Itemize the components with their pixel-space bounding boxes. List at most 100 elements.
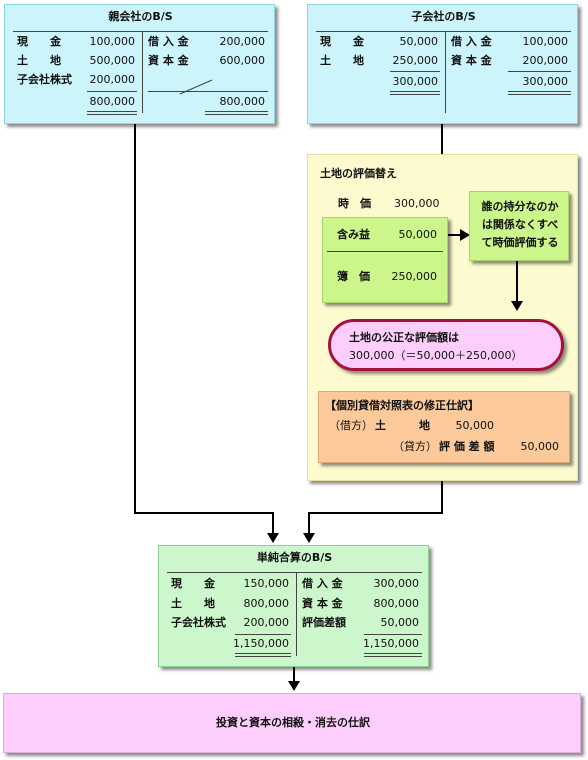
- parent-bs-left-sum-rule: [87, 91, 137, 92]
- sub-bs-top-rule: [316, 31, 571, 32]
- connector-sub-to-panel: [441, 124, 443, 154]
- gain-book-divider: [327, 251, 443, 252]
- combined-bs-left-total: 1,150,000: [233, 637, 289, 650]
- parent-bs-right-name-0: 借 入 金: [148, 35, 189, 48]
- sub-bs-right-double-rule: [508, 91, 571, 95]
- parent-bs-left-name-1: 土 地: [17, 54, 61, 67]
- fair-value-pill: 土地の公正な評価額は 300,000（＝50,000＋250,000）: [328, 319, 564, 371]
- parent-bs-left-value-2: 200,000: [89, 73, 136, 86]
- sub-bs-right-sum-rule: [508, 71, 571, 72]
- parent-bs-right-double-rule: [205, 111, 268, 115]
- sub-bs-left-name-1: 土 地: [320, 54, 364, 67]
- market-price-label: 時 価: [338, 197, 371, 210]
- combined-bs-top-rule: [167, 572, 422, 573]
- elimination-entry-bar: 投資と資本の相殺・消去の仕訳: [3, 693, 581, 753]
- sub-bs-right-name-0: 借 入 金: [451, 35, 492, 48]
- combined-bs-left-name-1: 土 地: [171, 597, 215, 610]
- subsidiary-balance-sheet: 子会社のB/S 現 金 50,000 土 地 250,000 借 入 金 100…: [307, 4, 578, 124]
- note-to-pill-arrow-shaft: [516, 261, 518, 303]
- parent-bs-top-rule: [13, 31, 268, 32]
- sub-bs-right-value-1: 200,000: [522, 54, 569, 67]
- sub-bs-right-value-0: 100,000: [522, 35, 569, 48]
- sub-bs-title: 子会社のB/S: [411, 10, 476, 23]
- combined-bs-right-name-1: 資 本 金: [302, 597, 343, 610]
- fair-value-line2: 300,000（＝50,000＋250,000）: [349, 349, 523, 362]
- credit-amount: 50,000: [520, 440, 560, 453]
- connector-panel-down: [441, 481, 443, 514]
- debit-amount: 50,000: [455, 419, 495, 432]
- gain-to-note-arrow-head: [460, 229, 470, 241]
- sub-bs-left-sum-rule: [390, 71, 440, 72]
- sub-bs-left-name-0: 現 金: [320, 35, 364, 48]
- parent-bs-right-value-0: 200,000: [219, 35, 266, 48]
- debit-side-label: （借方）: [329, 419, 373, 432]
- connector-panel-arrow-shaft: [308, 512, 310, 536]
- note-line-1: は関係なくすべ: [481, 218, 559, 231]
- combined-bs-right-name-0: 借 入 金: [302, 577, 343, 590]
- sub-bs-left-value-0: 50,000: [399, 35, 439, 48]
- arrow-head-sub: [303, 533, 315, 543]
- parent-bs-blank-slash: [179, 79, 213, 95]
- parent-bs-left-total: 800,000: [89, 95, 136, 108]
- combined-bs-right-value-2: 50,000: [380, 616, 420, 629]
- parent-bs-left-double-rule: [87, 111, 137, 115]
- combined-bs-left-value-2: 200,000: [243, 616, 290, 629]
- combined-bs-right-value-1: 800,000: [373, 597, 420, 610]
- sub-bs-center-rule: [445, 31, 446, 113]
- connector-parent-down: [134, 124, 136, 514]
- combined-bs-left-sum-rule: [235, 634, 291, 635]
- arrow-head-final: [288, 681, 300, 691]
- parent-bs-left-value-1: 500,000: [89, 54, 136, 67]
- fair-value-note-box: 誰の持分なのか は関係なくすべ て時価評価する: [469, 191, 569, 261]
- connector-panel-left: [308, 512, 443, 514]
- parent-bs-center-rule: [142, 31, 143, 113]
- sub-bs-left-total: 300,000: [392, 75, 439, 88]
- debit-account: 土 地: [375, 419, 430, 432]
- fair-value-line1: 土地の公正な評価額は: [349, 331, 459, 344]
- combined-bs-right-total: 1,150,000: [363, 637, 419, 650]
- combined-bs-left-name-0: 現 金: [171, 577, 215, 590]
- combined-balance-sheet: 単純合算のB/S 現 金 150,000 土 地 800,000 子会社株式 2…: [158, 545, 429, 667]
- combined-bs-left-value-0: 150,000: [243, 577, 290, 590]
- gain-and-book-box: 含み益 50,000 簿 価 250,000: [322, 217, 448, 303]
- unrealized-gain-value: 50,000: [398, 228, 438, 241]
- combined-bs-right-value-0: 300,000: [373, 577, 420, 590]
- combined-bs-left-value-1: 800,000: [243, 597, 290, 610]
- market-price-value: 300,000: [394, 197, 440, 210]
- sub-bs-left-value-1: 250,000: [392, 54, 439, 67]
- sub-bs-right-total: 300,000: [522, 75, 569, 88]
- connector-combined-down: [293, 667, 295, 683]
- book-value-label: 簿 価: [337, 270, 370, 283]
- parent-balance-sheet: 親会社のB/S 現 金 100,000 土 地 500,000 子会社株式 20…: [4, 4, 275, 124]
- book-value-value: 250,000: [391, 270, 438, 283]
- connector-parent-arrow-shaft: [272, 512, 274, 536]
- combined-bs-right-sum-rule: [364, 634, 422, 635]
- parent-bs-left-name-2: 子会社株式: [17, 73, 72, 86]
- combined-bs-left-double-rule: [235, 653, 291, 657]
- combined-bs-left-name-2: 子会社株式: [171, 616, 226, 629]
- parent-bs-right-value-1: 600,000: [219, 54, 266, 67]
- note-line-2: て時価評価する: [481, 236, 559, 249]
- note-line-0: 誰の持分なのか: [481, 200, 559, 213]
- land-revaluation-panel: 土地の評価替え 時 価 300,000 含み益 50,000 簿 価 250,0…: [307, 154, 578, 481]
- combined-bs-title: 単純合算のB/S: [256, 551, 333, 564]
- gain-to-note-arrow-shaft: [448, 234, 462, 236]
- combined-bs-center-rule: [296, 572, 297, 656]
- credit-side-label: （貸方）: [393, 440, 437, 453]
- sub-bs-right-name-1: 資 本 金: [451, 54, 492, 67]
- note-to-pill-arrow-head: [511, 301, 523, 311]
- parent-bs-right-sum-rule: [148, 91, 268, 92]
- unrealized-gain-label: 含み益: [337, 228, 370, 241]
- parent-bs-right-total: 800,000: [219, 95, 266, 108]
- elimination-entry-label: 投資と資本の相殺・消去の仕訳: [216, 716, 370, 729]
- adjusting-entry-title: 【個別貸借対照表の修正仕訳】: [325, 399, 479, 412]
- revaluation-title: 土地の評価替え: [320, 167, 397, 180]
- credit-account: 評 価 差 額: [439, 440, 495, 453]
- connector-parent-right: [134, 512, 274, 514]
- combined-bs-right-double-rule: [364, 653, 422, 657]
- adjusting-entry-box: 【個別貸借対照表の修正仕訳】 （借方） 土 地 50,000 （貸方） 評 価 …: [318, 391, 570, 463]
- parent-bs-left-value-0: 100,000: [89, 35, 136, 48]
- parent-bs-right-name-1: 資 本 金: [148, 54, 189, 67]
- arrow-head-parent: [267, 533, 279, 543]
- sub-bs-left-double-rule: [390, 91, 440, 95]
